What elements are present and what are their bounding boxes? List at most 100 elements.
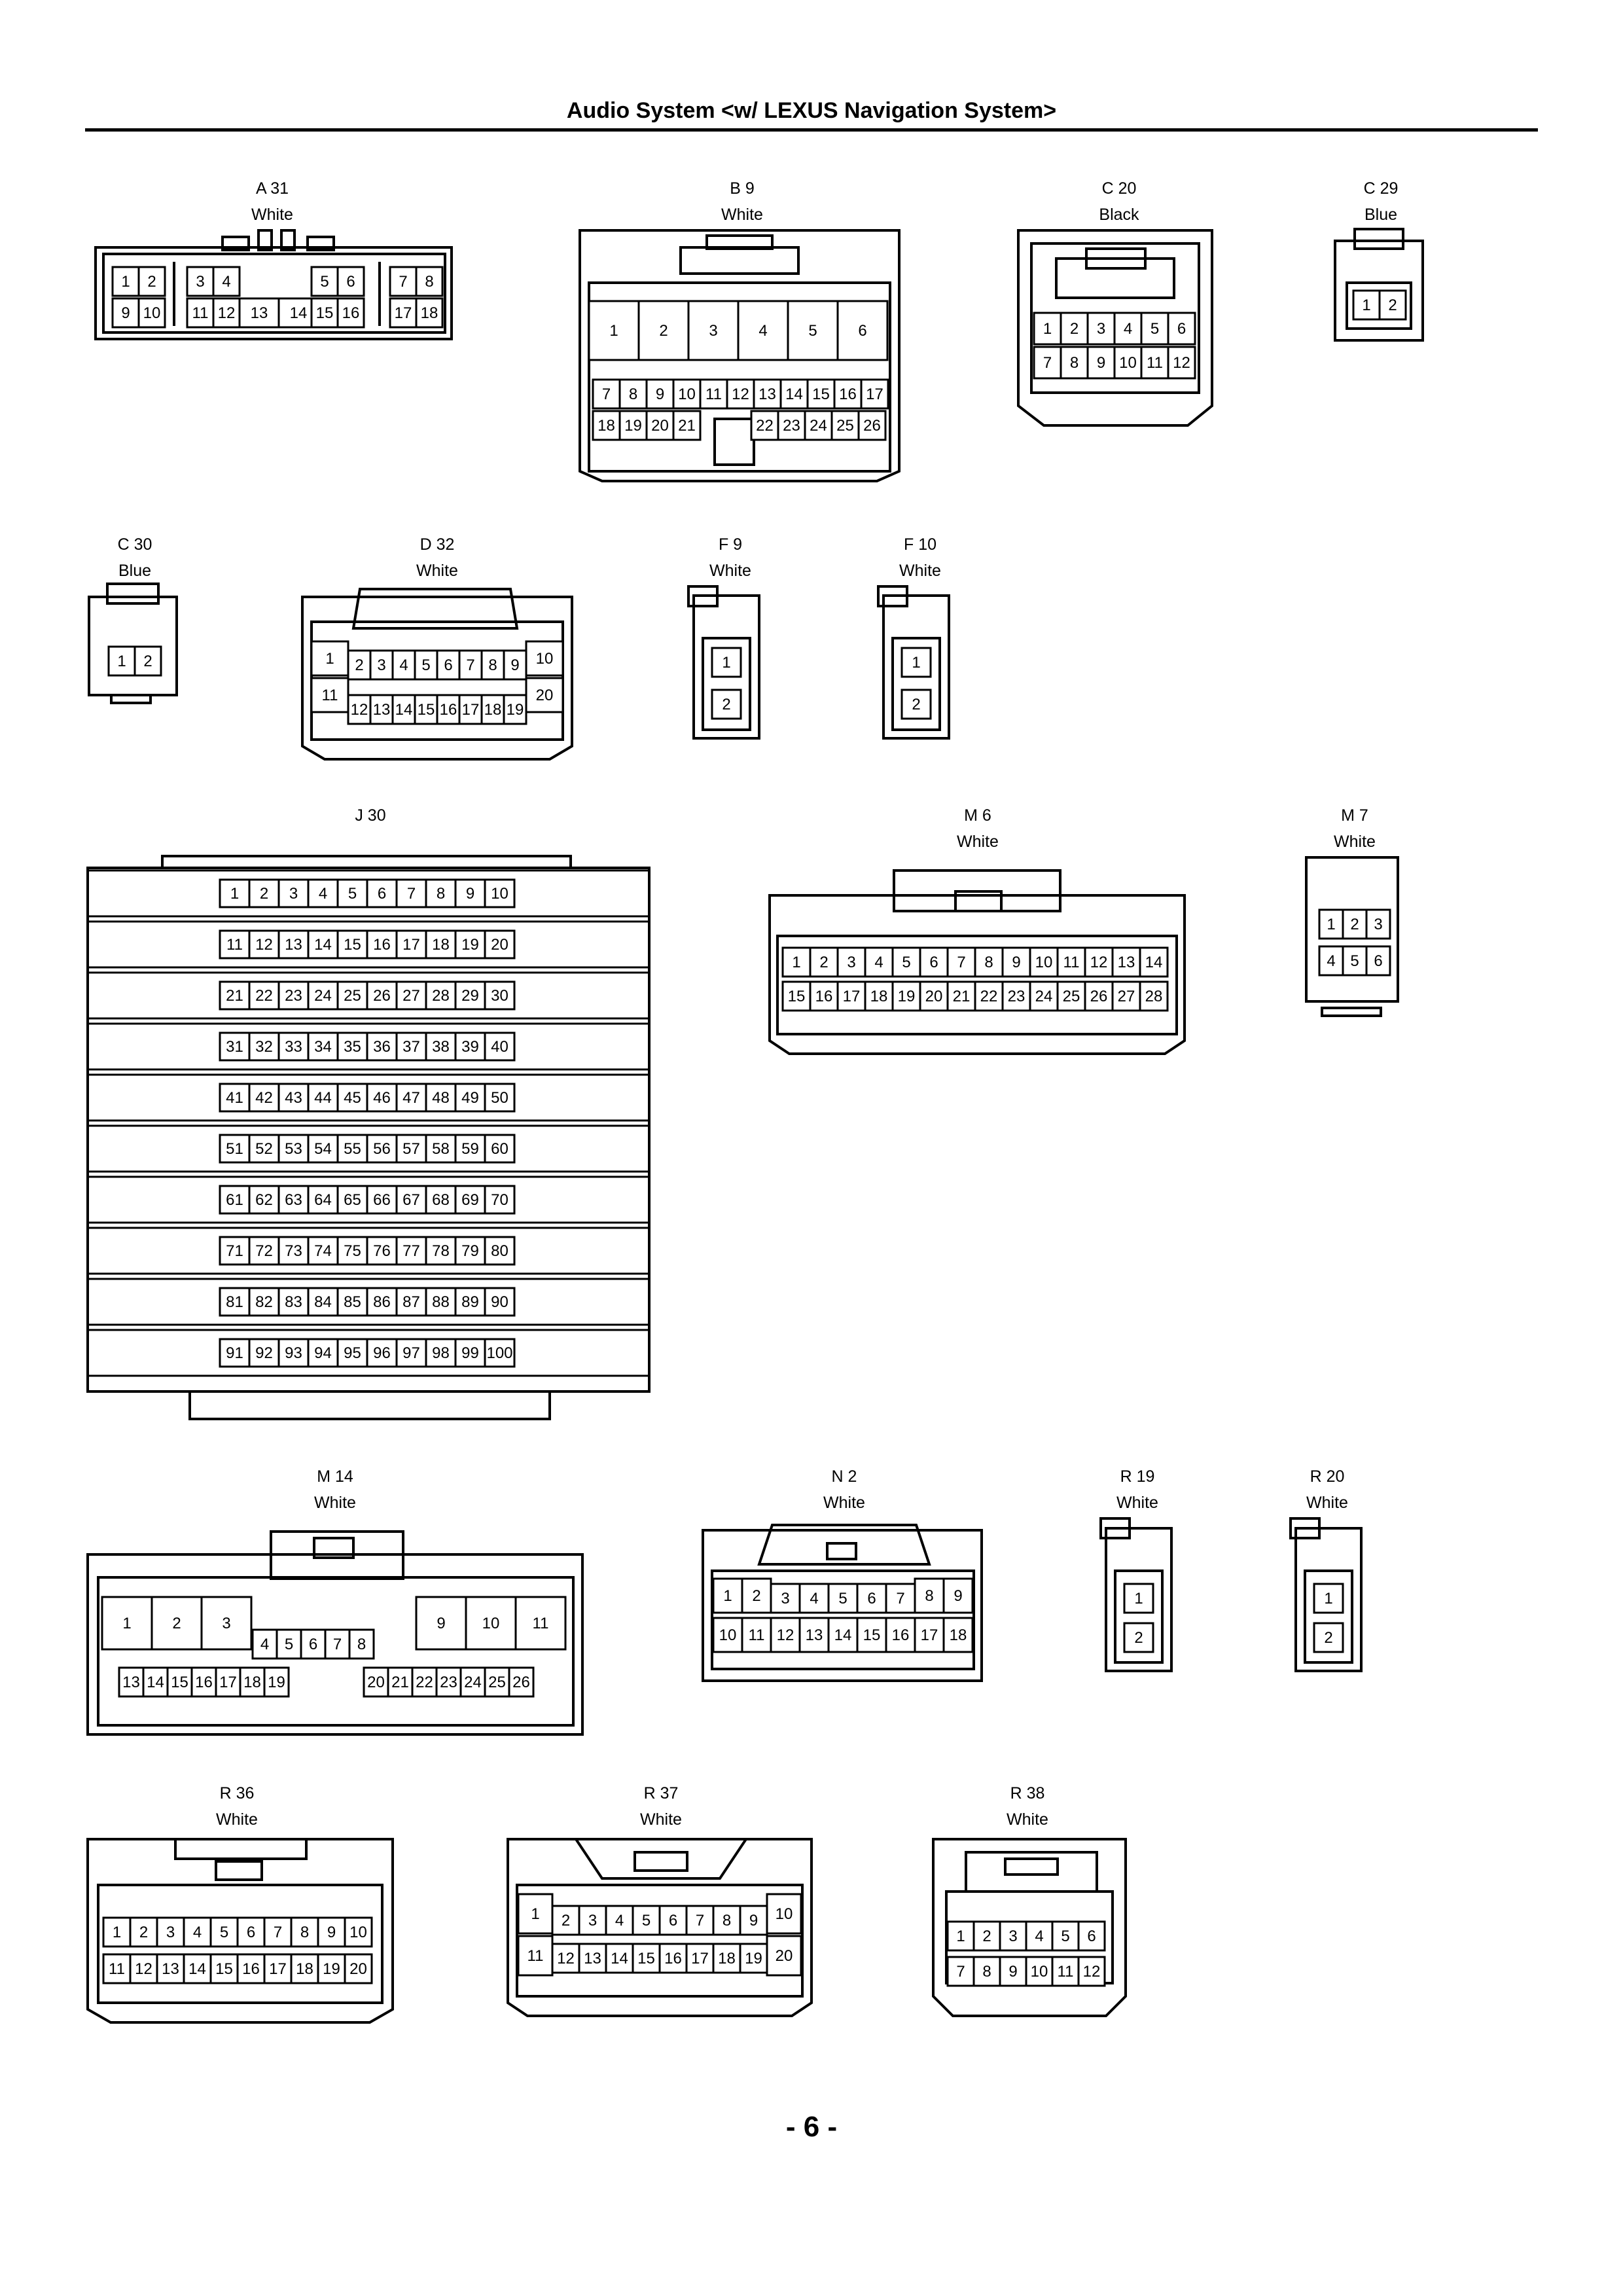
connector-id: M 7	[1341, 806, 1368, 825]
pin-number: 17	[219, 1674, 237, 1691]
pin-number: 99	[461, 1344, 479, 1362]
pin-cell	[658, 1943, 688, 1974]
pin-cell	[827, 1617, 859, 1653]
pin-cell	[484, 929, 516, 960]
pin-number: 8	[425, 273, 433, 291]
pin-cell	[1318, 908, 1344, 940]
pin-number: 16	[195, 1674, 213, 1691]
pin-cell	[1029, 946, 1059, 978]
pin-number: 7	[407, 885, 416, 903]
pin-number: 1	[1134, 1590, 1143, 1607]
connector-r37	[507, 1838, 813, 2017]
pin-row-frame	[86, 920, 651, 969]
pin-number: 26	[373, 987, 391, 1005]
pin-cell	[209, 1916, 239, 1948]
pin-number: 9	[466, 885, 474, 903]
pin-cell	[1113, 346, 1143, 380]
pin-number: 88	[432, 1293, 450, 1311]
pin-number: 15	[344, 936, 361, 954]
pin-number: 96	[373, 1344, 391, 1362]
pin-number: 18	[950, 1626, 967, 1644]
pin-cell	[484, 1338, 516, 1368]
pin-number: 8	[1070, 354, 1079, 372]
pin-cell	[248, 1338, 280, 1368]
pin-number: 4	[193, 1924, 202, 1941]
pin-cell	[458, 694, 483, 725]
pin-number: 5	[838, 1590, 847, 1607]
pin-cell	[484, 1083, 516, 1113]
pin-cell	[551, 1905, 580, 1936]
pin-number: 19	[268, 1674, 285, 1691]
pin-number: 10	[143, 304, 161, 322]
pin-number: 8	[925, 1587, 933, 1605]
pin-number: 12	[557, 1950, 575, 1967]
pin-number: 1	[1327, 916, 1335, 933]
pin-number: 2	[260, 885, 268, 903]
pin-number: 1	[609, 322, 618, 340]
pin-number: 28	[432, 987, 450, 1005]
pin-cell	[972, 1920, 1001, 1952]
pin-number: 11	[1147, 354, 1163, 372]
pin-cell	[414, 694, 438, 725]
pin-number: 2	[982, 1928, 991, 1945]
pin-cell	[336, 1236, 368, 1266]
pin-number: 7	[602, 386, 611, 403]
pin-number: 10	[1119, 354, 1137, 372]
pin-cell	[806, 378, 836, 410]
pin-number: 26	[863, 417, 881, 435]
pin-cell	[277, 1083, 310, 1113]
pin-group-f10: 12	[901, 647, 932, 720]
pin-number: 64	[314, 1191, 332, 1209]
pin-cell	[672, 410, 702, 441]
pin-number: 8	[984, 954, 993, 971]
pin-number: 85	[344, 1293, 361, 1311]
pin-number: 34	[314, 1038, 332, 1056]
pin-number: 4	[260, 1636, 269, 1653]
connector-b9	[579, 229, 901, 482]
pin-number: 40	[491, 1038, 508, 1056]
pin-number: 21	[678, 417, 696, 435]
page-title: Audio System <w/ LEXUS Navigation System…	[566, 98, 1057, 123]
pin-cell	[766, 1893, 802, 1935]
pin-number: 6	[309, 1636, 317, 1653]
pin-number: 58	[432, 1140, 450, 1158]
pin-cell	[1365, 945, 1391, 977]
pin-number: 7	[957, 954, 965, 971]
pin-cell	[885, 1617, 916, 1653]
pin-number: 6	[444, 656, 452, 674]
pin-cell	[517, 1893, 554, 1935]
pin-number: 51	[226, 1140, 243, 1158]
pin-number: 12	[732, 386, 749, 403]
pin-cell	[415, 297, 444, 329]
pin-cell	[1111, 946, 1141, 978]
pin-number: 21	[226, 987, 243, 1005]
pin-cell	[344, 1953, 373, 1984]
pin-number: 9	[954, 1587, 962, 1605]
pin-cell	[344, 1916, 373, 1948]
connector-color: White	[640, 1810, 682, 1829]
connector-m7	[1305, 856, 1399, 1017]
pin-number: 79	[461, 1242, 479, 1260]
pin-cell	[186, 266, 215, 297]
pin-cell	[712, 1943, 741, 1974]
pin-number: 24	[1035, 988, 1053, 1005]
pin-number: 11	[527, 1947, 544, 1965]
pin-number: 13	[806, 1626, 823, 1644]
pin-number: 39	[461, 1038, 479, 1056]
pin-number: 11	[749, 1626, 765, 1644]
pin-number: 25	[1063, 988, 1080, 1005]
pin-number: 100	[486, 1344, 512, 1362]
pin-cell	[1139, 980, 1169, 1012]
pin-number: 8	[488, 656, 497, 674]
pin-cell	[914, 1577, 945, 1614]
pin-cell	[525, 677, 564, 713]
pin-number: 13	[162, 1960, 179, 1978]
pin-number: 2	[172, 1615, 181, 1632]
pin-number: 12	[135, 1960, 152, 1978]
connector-r38	[932, 1838, 1127, 2017]
